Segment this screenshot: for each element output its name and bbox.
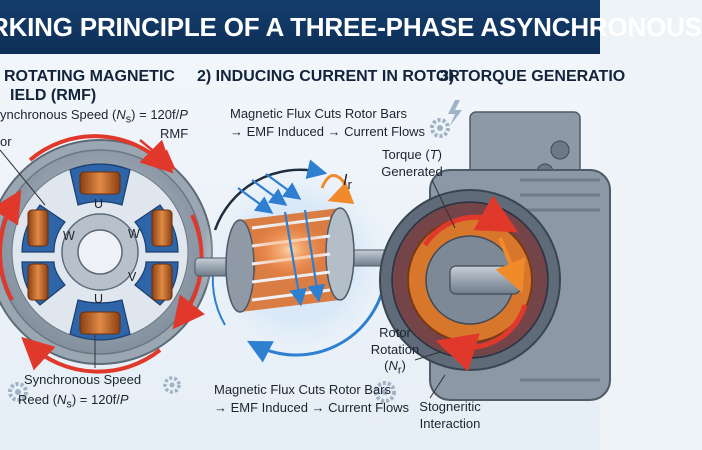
bottom-prefix: Reed ( <box>18 392 58 407</box>
title-bar: RKING PRINCIPLE OF A THREE-PHASE ASYNCHR… <box>0 0 702 54</box>
panel2-bottom-line2: → EMF Induced → Current Flows <box>214 400 410 415</box>
panel1-heading-line1: ROTATING MAGNETIC <box>4 68 175 85</box>
induced-current-glow <box>250 220 330 280</box>
formula-suffix: ) = 120f/ <box>131 107 180 122</box>
torque-arrow-bottom <box>435 304 528 372</box>
coil-top <box>79 171 121 195</box>
rmf-arrow-top <box>28 134 174 174</box>
current-symbol-letter: I <box>343 172 348 189</box>
panel2-bottom-line1: Magnetic Flux Cuts Rotor Bars <box>214 382 392 397</box>
flux-arrow <box>283 211 307 307</box>
rotor-shaft-hole <box>77 229 123 275</box>
interaction-leader-line <box>429 374 446 399</box>
rotor-prefix: ( <box>384 358 389 373</box>
pole-label-bottom: U <box>94 292 104 306</box>
rmf-label: RMF <box>160 126 189 141</box>
gear-icon <box>430 118 450 138</box>
flux-arrow <box>237 187 274 214</box>
flux-arrows <box>237 173 326 307</box>
rotor-suffix: ) <box>401 358 406 373</box>
panel1-bottom-line1: Synchronous Speed <box>24 372 142 387</box>
panel1-bottom-formula: Reed (Ns) = 120f/P <box>18 392 129 411</box>
current-symbol-sub: r <box>347 177 352 193</box>
panel2-heading: 2) INDUCING CURRENT IN ROTOR <box>197 68 460 85</box>
flux-arrow <box>265 173 302 200</box>
pole-label-top: U <box>94 197 104 211</box>
torque-arrow-top <box>422 195 519 247</box>
coil-right-top <box>151 209 173 247</box>
gear-icon <box>163 376 181 394</box>
formula-prefix: ynchronous Speed ( <box>0 107 117 122</box>
flux-arc-top <box>213 159 328 231</box>
pole-label-lower-right: V <box>128 270 137 284</box>
bottom-symbol: N <box>57 392 67 407</box>
pole-label-left: W <box>63 229 75 243</box>
panel2-top-line2: → EMF Induced → Current Flows <box>230 124 426 139</box>
panel1-stator-diagram <box>0 134 213 374</box>
panel1-heading-line2: IELD (RMF) <box>10 87 97 104</box>
rotor-sub: r <box>397 364 402 377</box>
panel2-top-line1: Magnetic Flux Cuts Rotor Bars <box>230 106 408 121</box>
panel2-rotor-diagram <box>194 159 396 363</box>
diagram-title: RKING PRINCIPLE OF A THREE-PHASE ASYNCHR… <box>0 12 702 42</box>
panel1-formula: ynchronous Speed (Ns) = 120f/P <box>0 107 188 126</box>
torque-line2: Generated <box>381 164 443 179</box>
coil-bottom <box>79 311 121 335</box>
bottom-suffix: ) = 120f/ <box>71 392 120 407</box>
torque-symbol: T <box>429 147 438 162</box>
coil-left-bottom <box>27 263 49 301</box>
rmf-arrow-left <box>0 189 22 301</box>
rotation-leader-line <box>414 351 441 361</box>
current-loop-arrow <box>320 174 355 204</box>
end-ring-right <box>325 207 355 301</box>
torque-prefix: Torque ( <box>382 147 430 162</box>
interaction-line2: Interaction <box>419 416 481 431</box>
rotor-speed-symbol: (Nr) <box>360 358 430 377</box>
torque-suffix: ) <box>437 147 442 162</box>
formula-symbol: N <box>116 107 126 122</box>
panel3-motor-diagram <box>379 111 611 401</box>
rotor-symbol: N <box>388 358 398 373</box>
bottom-subscript: s <box>66 398 72 411</box>
formula-subscript: s <box>125 113 132 126</box>
flux-arrow <box>303 209 326 303</box>
formula-p: P <box>179 107 188 122</box>
end-ring-left <box>225 219 255 313</box>
rotor-rotation-line2: Rotation <box>370 342 420 357</box>
panel3-heading: 3) TORQUE GENERATIO <box>440 68 626 85</box>
cooling-fins <box>520 178 600 382</box>
force-arrow <box>495 237 526 294</box>
coil-right-bottom <box>151 263 173 301</box>
rotor-label: or <box>0 134 12 149</box>
torque-label: Torque (T) <box>372 147 452 162</box>
motor-shaft <box>449 265 521 295</box>
flux-arrow <box>251 179 288 206</box>
interaction-line1: Stogneritic <box>419 399 481 414</box>
bottom-p: P <box>119 392 129 407</box>
gear-icon <box>374 381 396 403</box>
pole-label-right: W <box>128 227 140 241</box>
rmf-leader-arrow <box>139 139 176 170</box>
current-symbol: Ir <box>343 172 352 192</box>
stator-poles <box>21 163 179 341</box>
rotor-rotation-line1: Rotor <box>379 325 411 340</box>
terminal-gland <box>550 140 570 160</box>
torque-leader-line <box>431 179 456 229</box>
illustration <box>0 100 611 403</box>
rotor-leader-line <box>0 149 46 206</box>
rmf-arrow-bottom <box>21 336 162 374</box>
lightning-icon <box>448 100 462 126</box>
gear-icon <box>8 382 28 402</box>
flux-arc-bottom <box>246 279 387 363</box>
coil-left-top <box>27 209 49 247</box>
